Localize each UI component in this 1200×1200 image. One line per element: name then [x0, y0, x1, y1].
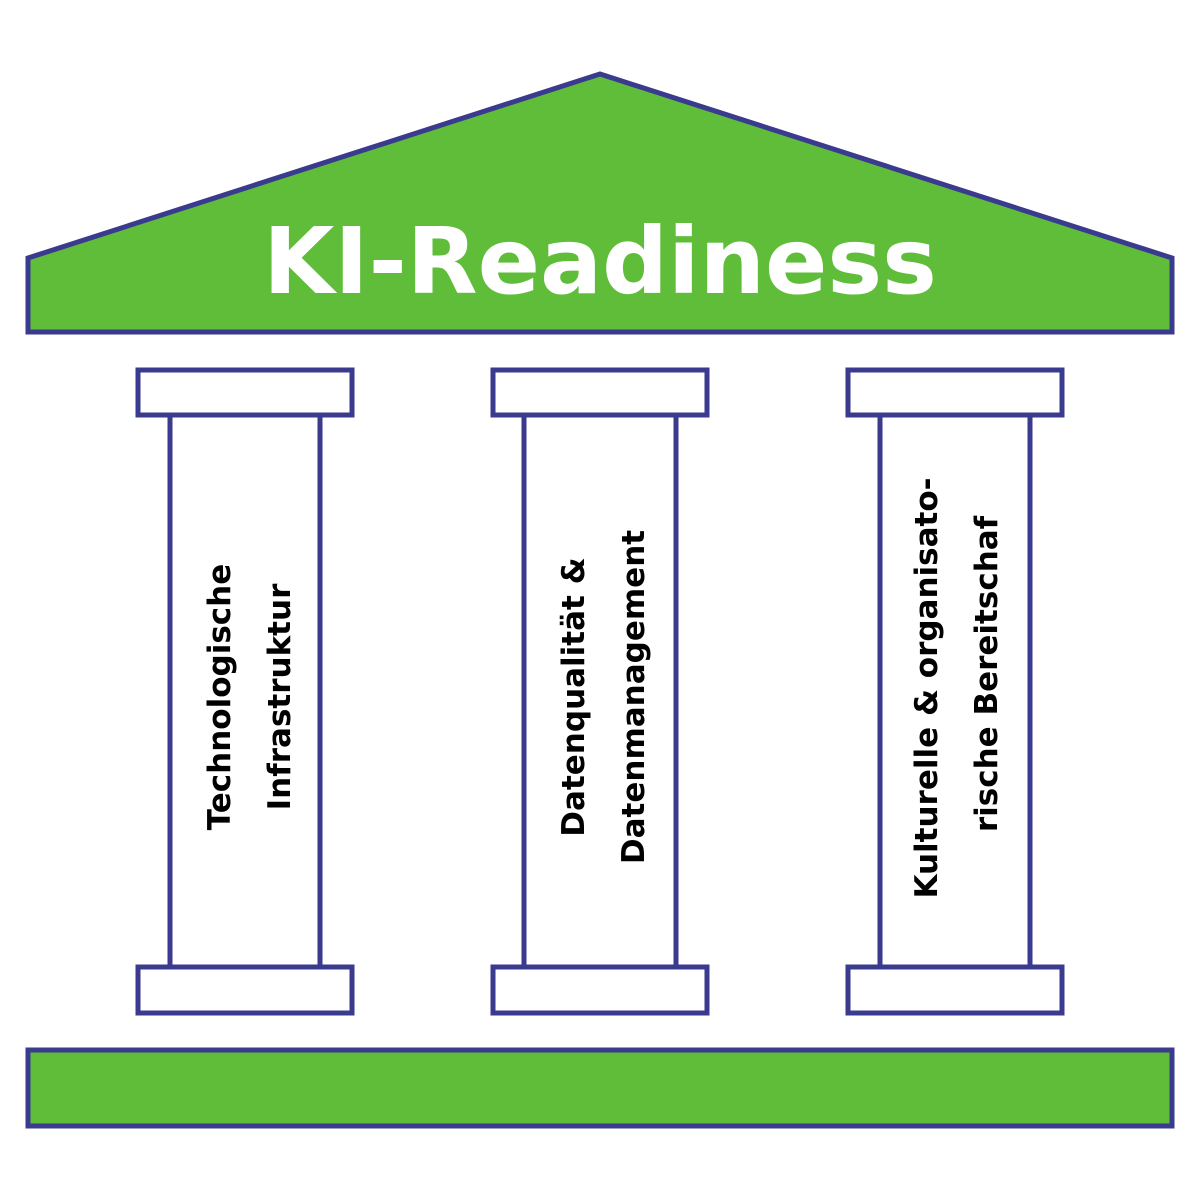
diagram-title: KI-Readiness [263, 208, 937, 315]
pillar-capital [490, 367, 710, 418]
pillar-label-line: Kulturelle & organisato- [909, 477, 945, 898]
pillar-label-line: Datenqualität & [556, 557, 592, 836]
pillar-shaft [167, 412, 323, 970]
foundation [25, 1047, 1175, 1129]
pillar-label-line: Infrastruktur [262, 583, 298, 810]
pillar-capital [135, 367, 355, 418]
pillar-base [845, 964, 1065, 1016]
pillar-label-line: rische Bereitschaf [969, 515, 1005, 832]
pillar-base [135, 964, 355, 1016]
pillar-capital [845, 367, 1065, 418]
roof [25, 71, 1175, 335]
pillar-label-line: Datenmanagement [616, 530, 652, 864]
pillar-shaft [521, 412, 679, 970]
pillar-shaft [877, 412, 1033, 970]
pillar-base [490, 964, 710, 1016]
pillar-datenqualitaet-datenmanagement: Datenqualität & Datenmanagement [490, 367, 710, 1016]
pillar-kulturelle-organisatorische-bereitschaft: Kulturelle & organisato- rische Bereitsc… [845, 367, 1065, 1016]
pillar-technologische-infrastruktur: Technologische Infrastruktur [135, 367, 355, 1016]
pillar-label-line: Technologische [202, 564, 238, 831]
